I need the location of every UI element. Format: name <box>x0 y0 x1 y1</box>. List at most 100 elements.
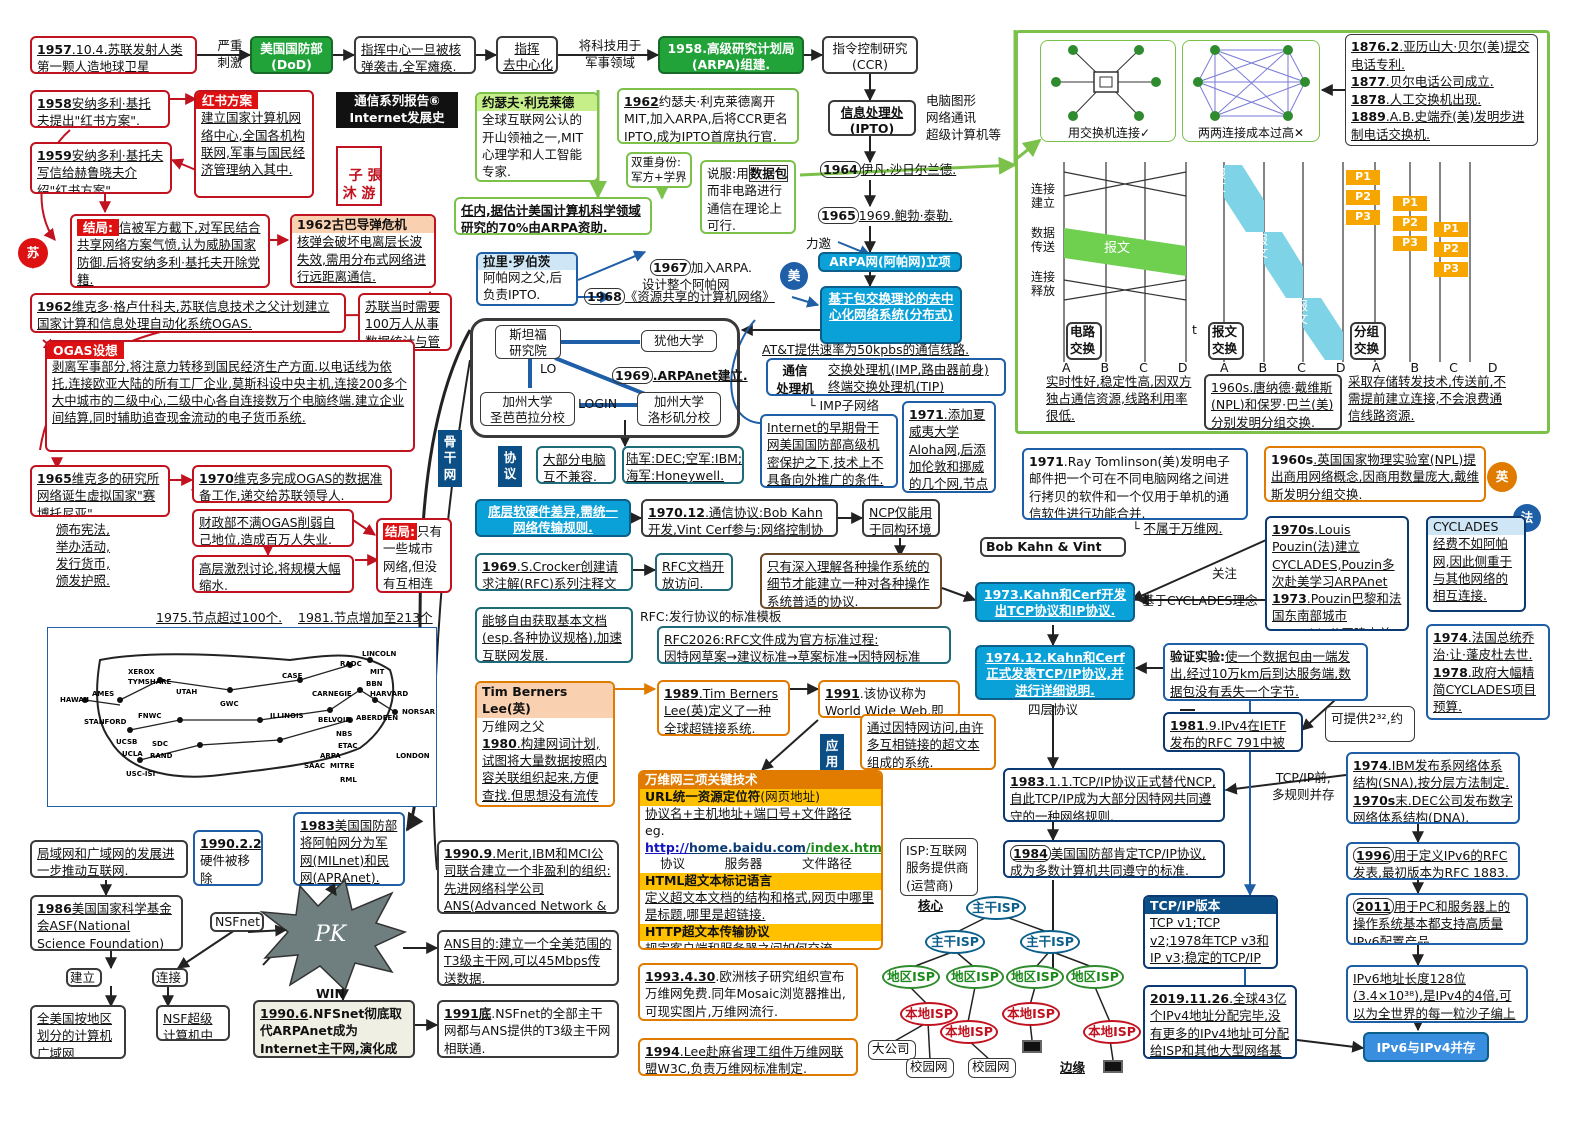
deep-os-insight: 只有深入理解各种操作系统的细节才能建立一种对各种操作系统普适的协议. <box>760 553 942 609</box>
message-node-labels: A B C D <box>1220 360 1346 375</box>
regional-isp-4: 地区ISP <box>1066 965 1124 989</box>
packet-p2-c: P2 <box>1434 242 1468 257</box>
arpanet-1969-diagram <box>470 318 740 438</box>
leaders-debate: 高层激烈讨论,将规模大幅缩水. <box>192 555 354 593</box>
series-title: 通信系列报告⑥ Internet发展史 <box>336 92 458 128</box>
protocol-tag: 协 议 <box>498 446 522 487</box>
event-1991-www: 1991.该协议称为World Wide Web,即万维网. <box>818 680 960 718</box>
switching-panel <box>1015 30 1550 434</box>
map-node-mitre: MITRE <box>330 762 355 770</box>
event-1981-ipv4-rfc791: 1981.9.IPv4在IETF发布的RFC 791中被描述. <box>1163 712 1303 752</box>
dual-identity: 双重身份: 军方+学界 <box>626 152 692 188</box>
map-node-usc-isi: USC-ISI <box>126 770 156 778</box>
message-switching-label: 报文 交换 <box>1208 322 1244 360</box>
map-node-xerox: XEROX <box>128 668 155 676</box>
ogas-concept: OGAS设想 剥离军事部分,将注意力转移到国民经济生产方面.以电话线为依托,连接… <box>45 340 415 452</box>
map-node-gwc: GWC <box>220 700 239 708</box>
map-node-bbn: BBN <box>366 680 383 688</box>
dod-node: 美国国防部 (DoD) <box>250 36 333 74</box>
region-us-badge: 美 <box>780 262 808 290</box>
event-1959-letter: 1959安纳多利·基托夫写信给赫鲁晓夫介绍"红书方案". <box>30 142 172 194</box>
backbone-isp-left: 主干ISP <box>925 930 985 954</box>
label-lo: LO <box>540 361 557 376</box>
message-label-1: 报文 <box>1214 167 1227 195</box>
telephone-history: 1876.2.亚历山大·贝尔(美)提交电话专利. 1877.贝尔电话公司成立. … <box>1345 34 1538 146</box>
map-node-saac: SAAC <box>304 762 326 770</box>
map-node-utah: UTAH <box>176 688 198 696</box>
packet-switching-desc: 采取存储转发技术,传送前,不需提前建立连接,不会浪费通信线路资源. <box>1348 374 1506 423</box>
packet-switching-label: 分组 交换 <box>1350 322 1386 360</box>
regional-isp-3: 地区ISP <box>1006 965 1064 989</box>
bob-kahn-vint-cerf: Bob Kahn & Vint Cerf <box>980 537 1126 557</box>
isp-core-label: 核心 <box>918 898 944 913</box>
isp-definition: ISP:互联网服务提供商(运营商) <box>900 838 978 896</box>
event-1958-kitov: 1958安纳多利·基托夫提出"红书方案". <box>30 90 170 128</box>
military-vendors: 陆军:DEC;空军:IBM; 海军:Honeywell. <box>622 446 744 484</box>
map-node-sdc: SDC <box>152 740 168 748</box>
local-isp-1: 本地ISP <box>900 1002 958 1026</box>
edge-sci-military: 将科技用于 军事领域 <box>578 38 642 70</box>
backbone-isp-top: 主干ISP <box>966 896 1026 920</box>
four-layer: 四层协议 <box>1028 702 1079 717</box>
cuba-crisis-1962: 1962古巴导弹危机 核弹会破坏电离层长波失效,需用分布式网络进行远距离通信. <box>290 214 436 288</box>
arpa-1958-node: 1958.高级研究计划局 (ARPA)组建. <box>658 36 804 74</box>
www-three-technologies: 万维网三项关键技术 URL统一资源定位符(网页地址) 协议名+主机地址+端口号+… <box>638 770 883 950</box>
comm-processors: 通信 处理机 交换处理机(IMP,路由器前身) 终端交换处理机(TIP) <box>766 358 1006 396</box>
map-node-fnwc: FNWC <box>138 712 162 720</box>
build-node: 建立 <box>66 968 102 987</box>
node-ucla: 加州大学 洛杉矶分校 <box>637 392 721 426</box>
event-1962-licklider: 1962约瑟夫·利克莱德离开MIT,加入ARPA,后将CCR更名IPTO,成为I… <box>617 88 799 144</box>
ccr-node: 指令控制研究 (CCR) <box>822 36 918 74</box>
campus-net-2: 校园网 <box>968 1058 1016 1078</box>
map-caption-1981: 1981.节点增加至213个 <box>298 610 433 625</box>
ipto-node: 信息处理处 (IPTO) <box>828 100 916 136</box>
ans-goal: ANS目的:建立一个全美范围的T3级主干网,可以45Mbps传送数据. <box>437 930 619 986</box>
label-login: LOGIN <box>578 396 618 411</box>
event-2019-ipv4-exhausted: 2019.11.26.全球43亿个IPv4地址分配完毕,没有更多的IPv4地址可… <box>1143 985 1297 1059</box>
circuit-switching-label: 电路 交换 <box>1066 322 1102 360</box>
www-definition: 通过因特网访问,由许多互相链接的超文本组成的系统. <box>860 714 996 770</box>
att-lines: AT&T提供速率为50kpbs的通信线路. <box>762 342 970 357</box>
event-1974-1978-france: 1974.法国总统乔治·让·蓬皮杜去世. 1978.政府大幅精简CYCLADES… <box>1426 624 1550 720</box>
command-center-risk: 指挥中心一旦被核弹袭击,全军瘫痪. <box>354 36 476 74</box>
cyclades-basis: 基于CYCLADES理念 <box>1142 593 1258 608</box>
mesh-caption: 两两连接成本过高✕ <box>1197 126 1305 140</box>
event-1993-cern: 1993.4.30.欧洲核子研究组织宣布万维网免费.同年Mosaic浏览器推出,… <box>638 963 858 1021</box>
arpanet-project: ARPA网(阿帕网)立项 <box>818 252 962 272</box>
tcp-ip-1974: 1974.12.Kahn和Cerf正式发表TCP/IP协议,并进行详细说明. <box>975 645 1135 700</box>
packet-node-labels: A B C D <box>1372 360 1498 375</box>
map-node-norsar: NORSAR <box>402 708 436 716</box>
monitor-icon-1 <box>1022 1040 1042 1053</box>
local-isp-2: 本地ISP <box>940 1020 998 1044</box>
circuit-node-labels: A B C D <box>1062 360 1188 375</box>
phase-release: 连接 释放 <box>1030 270 1055 299</box>
cybertonia-activities: 颁布宪法, 举办活动, 发行货币, 颁发护照. <box>56 522 110 588</box>
author-seal: 子 張 沐 游 <box>336 146 382 206</box>
nsfnet-node: NSFnet <box>210 912 264 932</box>
message-switching-desc: 1960s.唐纳德·戴维斯(NPL)和保罗·巴兰(美)分别发明分组交换. <box>1204 374 1342 430</box>
imp-subnet: └ IMP子网络 <box>808 398 880 413</box>
win-label: WIN <box>316 986 345 1001</box>
soviet-data-need: 苏联当时需要100万人从事数据统计与管理 <box>358 293 452 351</box>
packet-p3-b: P3 <box>1393 236 1427 251</box>
ipv4-capacity: 可提供2³²,约 <box>1325 706 1415 742</box>
local-isp-3: 本地ISP <box>1002 1002 1060 1026</box>
event-1990-nsfnet-backbone: 1990.6.NFSnet彻底取代ARPAnet成为Internet主干网,演化… <box>253 1000 415 1058</box>
event-1957-sputnik: 1957.10.4.苏联发射人类第一颗人造地球卫星 <box>30 36 197 74</box>
map-node-rand: RAND <box>150 752 173 760</box>
region-su-badge: 苏 <box>18 238 48 268</box>
event-1986-nsf: 1986美国国家科学基金会ASF(National Science Founda… <box>30 895 183 951</box>
campus-net-1: 校园网 <box>906 1058 954 1078</box>
tim-berners-lee: Tim Berners Lee(英) 万维网之父 1980.构建网词计划,试图将… <box>475 681 615 807</box>
result-redbook: 结局:信被军方截下,对军民结合共享网络方案气愤,认为威胁国家防御.后将安纳多利·… <box>70 214 270 288</box>
phase-transfer: 数据 传送 <box>1030 226 1055 255</box>
incompatible-computers: 大部分电脑互不兼容. <box>536 446 616 484</box>
application-tag: 应 用 <box>820 734 844 775</box>
packet-p3-c: P3 <box>1434 262 1468 277</box>
